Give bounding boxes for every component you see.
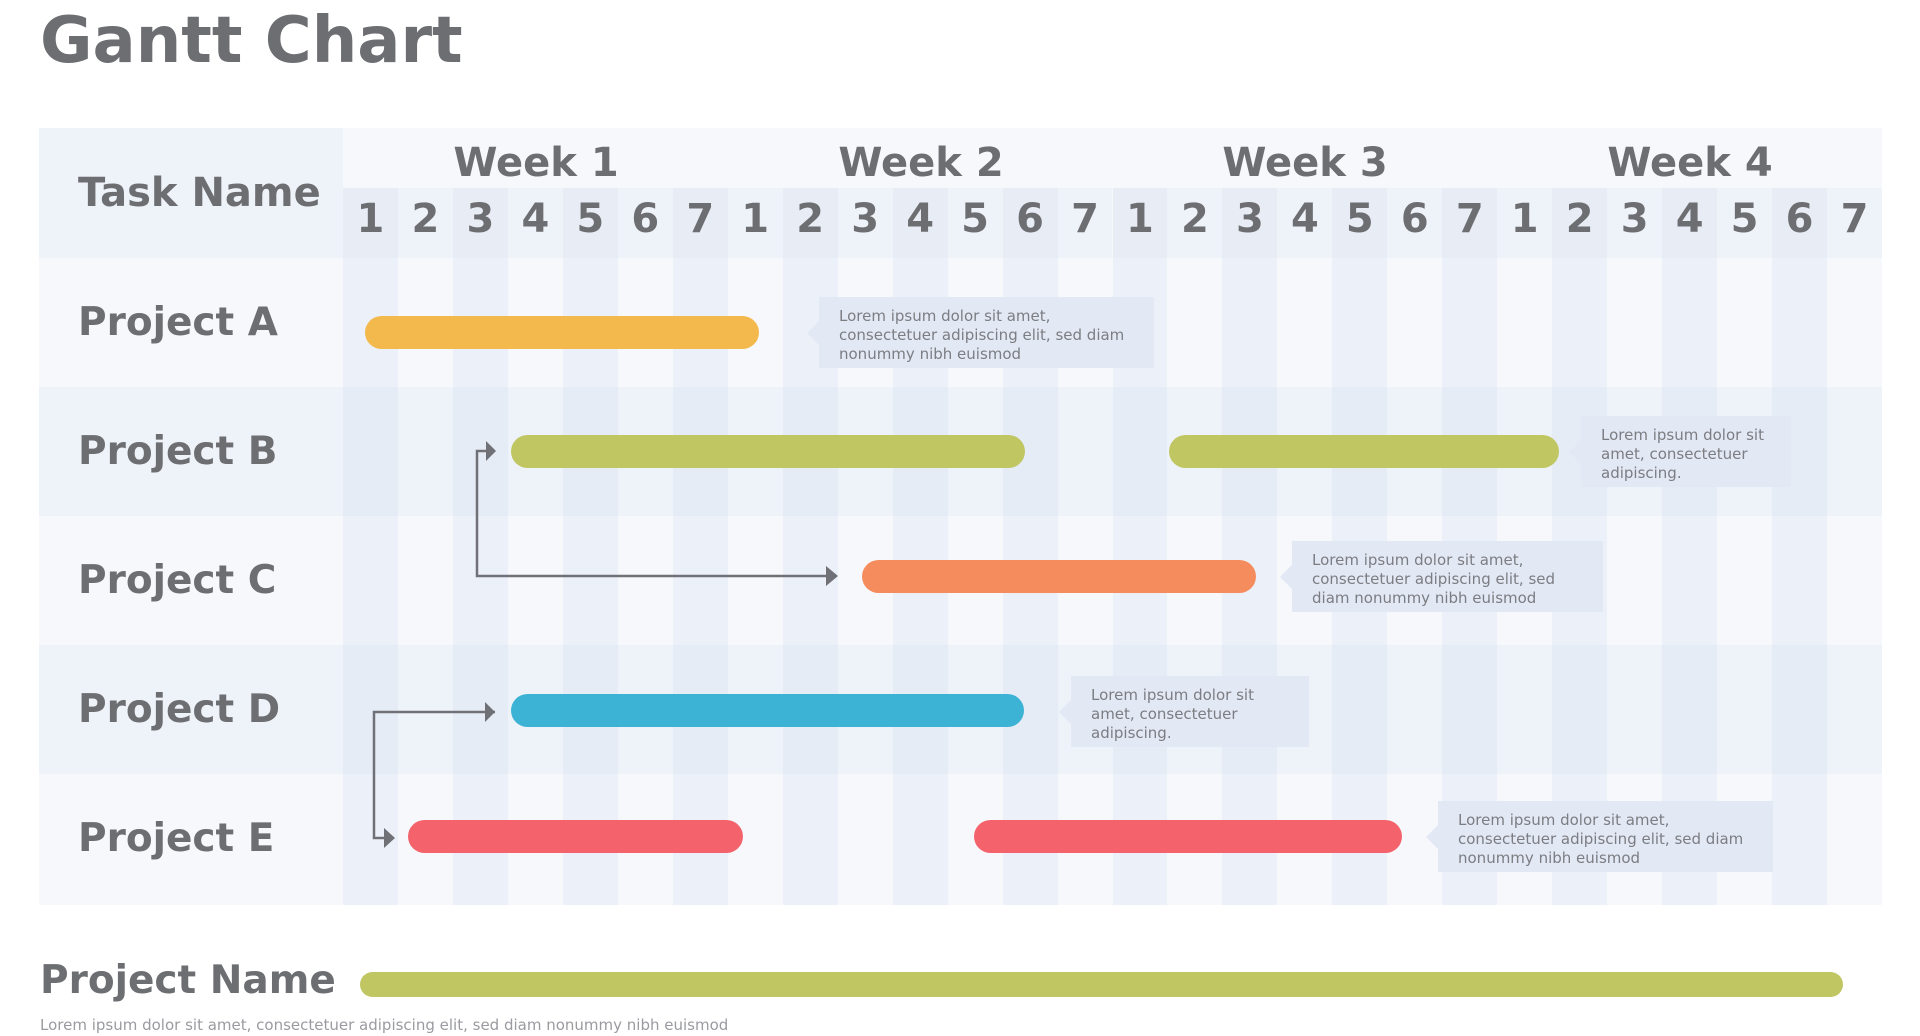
task-note-callout: Lorem ipsum dolor sit amet, consectetuer…: [807, 297, 1154, 368]
project-name: Project D: [78, 687, 281, 732]
day-label: 6: [1387, 188, 1443, 258]
task-bar[interactable]: [974, 820, 1402, 853]
week-label-2: Week 2: [838, 140, 1004, 186]
task-bar[interactable]: [511, 694, 1024, 727]
column-stripe: [1772, 258, 1828, 905]
project-name: Project E: [78, 816, 275, 861]
column-stripe: [672, 258, 728, 905]
project-name: Project B: [78, 429, 278, 474]
day-label: 5: [1717, 188, 1773, 258]
task-bar[interactable]: [365, 316, 759, 349]
day-label: 5: [947, 188, 1003, 258]
task-note-callout: Lorem ipsum dolor sit amet, consectetuer…: [1280, 541, 1603, 612]
day-label: 6: [1772, 188, 1828, 258]
day-label: 3: [837, 188, 893, 258]
day-label: 4: [507, 188, 563, 258]
summary-project-name: Project Name: [40, 958, 336, 1003]
week-label-1: Week 1: [453, 140, 619, 186]
week-label-4: Week 4: [1607, 140, 1773, 186]
day-label: 6: [1002, 188, 1058, 258]
day-label: 5: [1332, 188, 1388, 258]
day-label: 3: [1222, 188, 1278, 258]
task-note-callout: Lorem ipsum dolor sit amet, consectetuer…: [1059, 676, 1309, 747]
task-note-callout: Lorem ipsum dolor sit amet, consectetuer…: [1426, 801, 1773, 872]
column-stripe: [452, 258, 508, 905]
day-label: 7: [1442, 188, 1498, 258]
day-label: 2: [397, 188, 453, 258]
day-label: 7: [1827, 188, 1882, 258]
column-stripe: [1662, 258, 1718, 905]
task-bar[interactable]: [408, 820, 743, 853]
day-label: 7: [672, 188, 728, 258]
week-label-3: Week 3: [1222, 140, 1388, 186]
day-label: 1: [343, 188, 398, 258]
day-label: 4: [1277, 188, 1333, 258]
page-title: Gantt Chart: [40, 4, 463, 78]
task-name-header: Task Name: [39, 128, 343, 258]
day-label: 6: [617, 188, 673, 258]
day-label: 1: [1497, 188, 1553, 258]
summary-description: Lorem ipsum dolor sit amet, consectetuer…: [40, 1016, 729, 1034]
project-name: Project A: [78, 300, 278, 345]
day-label: 2: [1167, 188, 1223, 258]
task-bar[interactable]: [862, 560, 1256, 593]
column-stripe: [343, 258, 398, 905]
day-label: 2: [782, 188, 838, 258]
day-label: 7: [1057, 188, 1113, 258]
day-label: 1: [1112, 188, 1168, 258]
project-name: Project C: [78, 558, 277, 603]
task-bar[interactable]: [1169, 435, 1559, 468]
day-label: 4: [1662, 188, 1718, 258]
day-label: 1: [727, 188, 783, 258]
day-label: 3: [1607, 188, 1663, 258]
task-name-header-label: Task Name: [78, 170, 321, 216]
summary-bar[interactable]: [360, 972, 1843, 997]
column-stripe: [562, 258, 618, 905]
task-bar[interactable]: [511, 435, 1025, 468]
day-label: 5: [562, 188, 618, 258]
day-label: 3: [452, 188, 508, 258]
task-note-callout: Lorem ipsum dolor sit amet, consectetuer…: [1569, 416, 1791, 487]
day-label: 2: [1552, 188, 1608, 258]
day-label: 4: [892, 188, 948, 258]
